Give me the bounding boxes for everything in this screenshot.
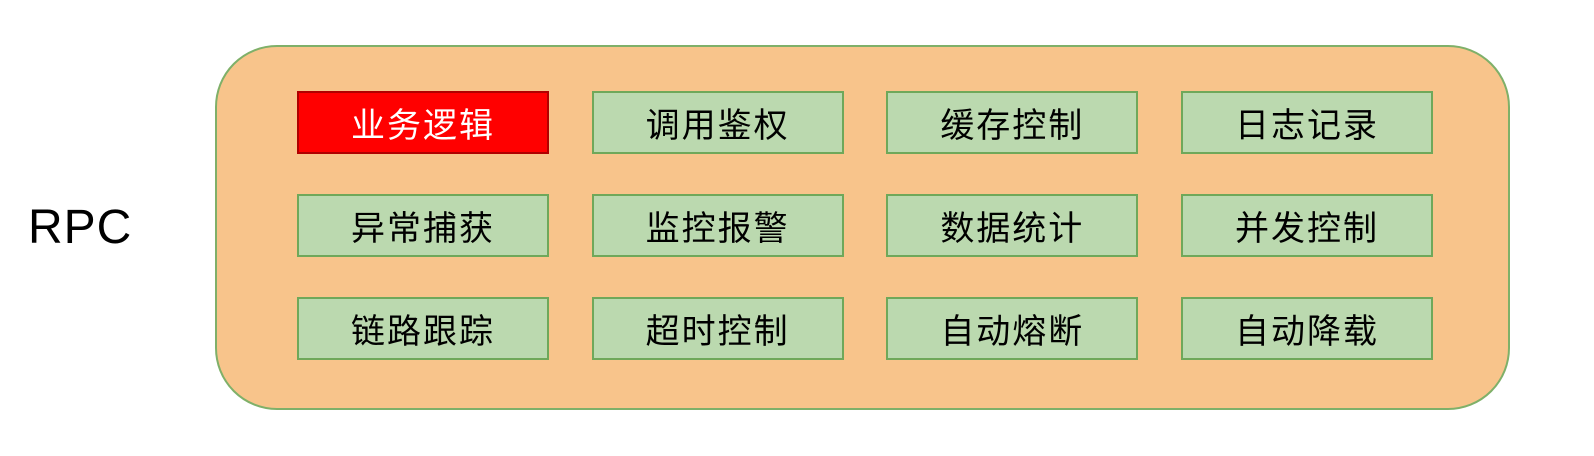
box-monitor-alert: 监控报警 <box>591 194 844 257</box>
box-exception-capture: 异常捕获 <box>297 194 549 257</box>
box-data-statistics: 数据统计 <box>886 194 1139 257</box>
box-link-tracing: 链路跟踪 <box>297 297 549 360</box>
box-logging: 日志记录 <box>1180 91 1433 154</box>
rpc-label: RPC <box>28 201 133 254</box>
feature-row-3: 链路跟踪 超时控制 自动熔断 自动降载 <box>297 297 1433 360</box>
box-auto-circuit-breaker: 自动熔断 <box>886 297 1139 360</box>
box-business-logic: 业务逻辑 <box>297 91 549 154</box>
rpc-feature-container: 业务逻辑 调用鉴权 缓存控制 日志记录 异常捕获 监控报警 数据统计 并发控制 … <box>215 45 1510 410</box>
feature-row-1: 业务逻辑 调用鉴权 缓存控制 日志记录 <box>297 91 1433 154</box>
box-concurrency-control: 并发控制 <box>1180 194 1433 257</box>
feature-row-2: 异常捕获 监控报警 数据统计 并发控制 <box>297 194 1433 257</box>
box-auto-load-shedding: 自动降载 <box>1180 297 1433 360</box>
box-timeout-control: 超时控制 <box>591 297 844 360</box>
box-cache-control: 缓存控制 <box>886 91 1139 154</box>
box-call-authentication: 调用鉴权 <box>591 91 844 154</box>
